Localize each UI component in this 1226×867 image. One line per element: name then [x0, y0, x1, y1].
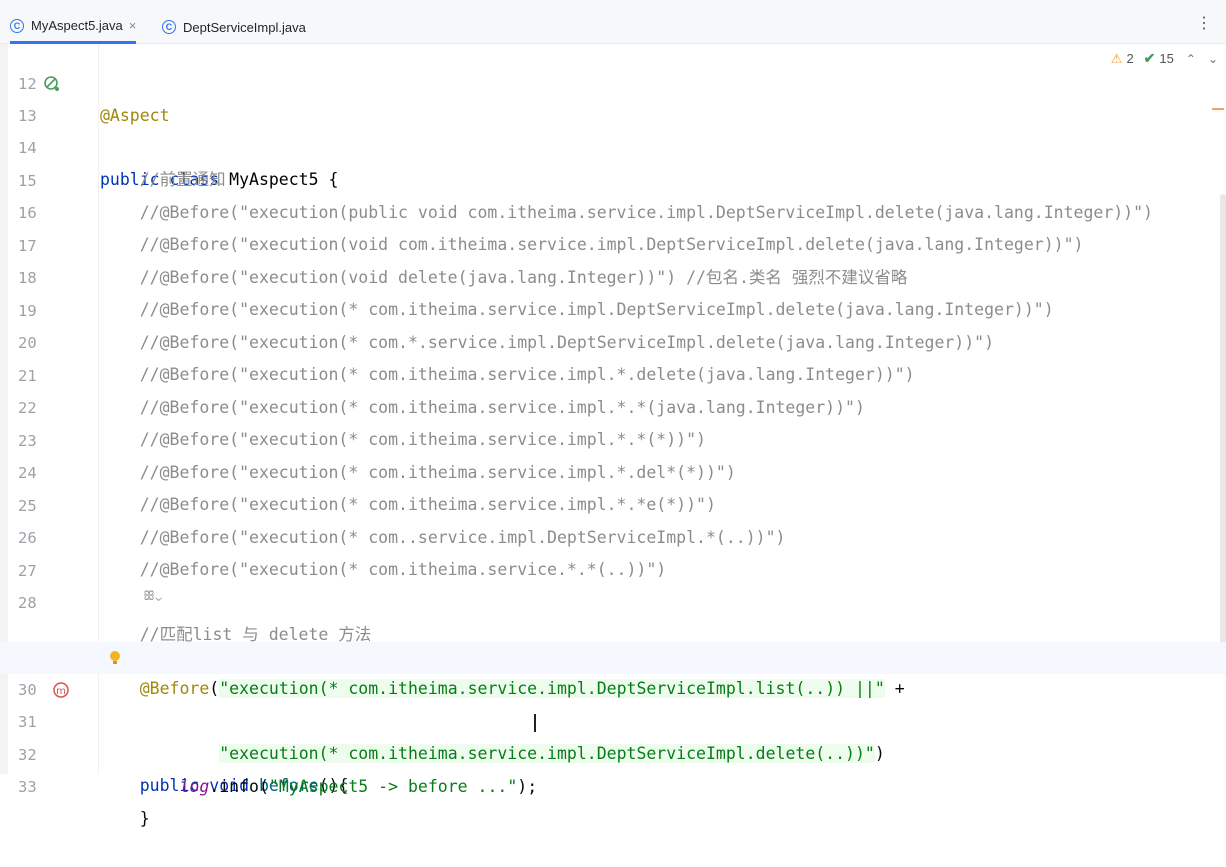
- code-line[interactable]: 14 //前置通知: [0, 100, 1226, 189]
- vertical-scrollbar[interactable]: [1220, 194, 1226, 644]
- inspection-status[interactable]: ⚠ 2 ✔ 15 ⌃ ⌄: [1111, 50, 1218, 67]
- line-number: 27: [18, 562, 37, 580]
- java-class-icon: C: [162, 20, 176, 34]
- code-text: public class MyAspect5 {: [100, 170, 339, 189]
- code-text: //@Before("execution(* com.itheima.servi…: [100, 430, 706, 449]
- code-line[interactable]: 23 //@Before("execution(* com.itheima.se…: [0, 393, 1226, 482]
- code-line[interactable]: 27: [0, 523, 1226, 580]
- code-line[interactable]: 17 //@Before("execution(void delete(java…: [0, 198, 1226, 287]
- code-text: //@Before("execution(void com.itheima.se…: [100, 235, 1084, 254]
- code-text: //@Before("execution(* com.*.service.imp…: [100, 333, 995, 352]
- line-number: 16: [18, 204, 37, 222]
- line-number: 17: [18, 237, 37, 255]
- line-number: 30: [18, 681, 37, 699]
- code-text: //@Before("execution(* com.itheima.servi…: [100, 398, 865, 417]
- line-number: 23: [18, 432, 37, 450]
- code-text: //@Before("execution(* com.itheima.servi…: [100, 365, 915, 384]
- code-text: //@Before("execution(* com.itheima.servi…: [100, 560, 667, 579]
- code-text: //@Before("execution(* com.itheima.servi…: [100, 300, 1054, 319]
- code-line[interactable]: 29 @Before("execution(* com.itheima.serv…: [0, 609, 1226, 698]
- chevron-down-icon[interactable]: ⌄: [1207, 51, 1218, 66]
- code-line[interactable]: 15 //@Before("execution(public void com.…: [0, 133, 1226, 222]
- line-number: 15: [18, 172, 37, 190]
- code-text: log.info("MyAspect5 -> before ...");: [179, 777, 538, 796]
- code-line[interactable]: 21 //@Before("execution(* com.itheima.se…: [0, 328, 1226, 417]
- line-number: 28: [18, 594, 37, 612]
- code-line[interactable]: 25 //@Before("execution(* com..service.i…: [0, 458, 1226, 547]
- warning-marker[interactable]: [1212, 108, 1224, 110]
- code-text: "execution(* com.itheima.service.impl.De…: [219, 744, 885, 763]
- code-line[interactable]: 22 //@Before("execution(* com.itheima.se…: [0, 360, 1226, 449]
- tab-label: DeptServiceImpl.java: [183, 19, 306, 35]
- code-line[interactable]: 13 public class MyAspect5 {: [0, 68, 1226, 189]
- svg-text:m: m: [56, 686, 66, 697]
- chevron-up-icon[interactable]: ⌃: [1185, 51, 1196, 66]
- lightbulb-icon[interactable]: [106, 649, 124, 667]
- warning-icon: ⚠: [1110, 50, 1123, 66]
- code-line[interactable]: 12 @Aspect: [0, 36, 1226, 125]
- code-text: //@Before("execution(* com.itheima.servi…: [100, 495, 716, 514]
- line-number: 20: [18, 334, 37, 352]
- tab-myaspect5[interactable]: C MyAspect5.java ×: [10, 10, 137, 44]
- line-number: 33: [18, 778, 37, 796]
- advice-method-icon[interactable]: m: [52, 681, 70, 699]
- line-number: 13: [18, 107, 37, 125]
- line-number: 19: [18, 302, 37, 320]
- code-line[interactable]: 18 //@Before("execution(* com.itheima.se…: [0, 230, 1226, 319]
- code-text: //@Before("execution(public void com.ith…: [100, 203, 1153, 222]
- code-line-current[interactable]: 30 "execution(* com.itheima.service.impl…: [0, 642, 1226, 763]
- tab-label: MyAspect5.java: [31, 18, 123, 33]
- code-text: //@Before("execution(* com.itheima.servi…: [100, 463, 736, 482]
- line-number: 12: [18, 75, 37, 93]
- line-number: 22: [18, 399, 37, 417]
- code-line[interactable]: 32 log.info("MyAspect5 -> before ...");: [0, 707, 1226, 796]
- line-number: 25: [18, 497, 37, 515]
- code-line[interactable]: 26 //@Before("execution(* com.itheima.se…: [0, 490, 1226, 579]
- code-line[interactable]: 31 m public void before(){: [0, 674, 1226, 795]
- ai-hint-inlay[interactable]: ꕥ⌄: [143, 588, 163, 603]
- code-text: //匹配list 与 delete 方法: [100, 625, 372, 644]
- code-text: //@Before("execution(* com..service.impl…: [100, 528, 786, 547]
- code-line[interactable]: 24 //@Before("execution(* com.itheima.se…: [0, 425, 1226, 514]
- code-line[interactable]: 16 //@Before("execution(void com.itheima…: [0, 165, 1226, 254]
- aspect-gutter-icon[interactable]: [43, 75, 61, 93]
- code-text: @Before("execution(* com.itheima.service…: [139, 679, 905, 698]
- line-number: 21: [18, 367, 37, 385]
- more-options-icon[interactable]: ⋮: [1196, 15, 1212, 32]
- code-line[interactable]: 20 //@Before("execution(* com.itheima.se…: [0, 295, 1226, 384]
- gutter-strip: [0, 44, 8, 774]
- code-text: }: [100, 809, 150, 828]
- line-number: 24: [18, 464, 37, 482]
- code-line[interactable]: 28 //匹配list 与 delete 方法: [0, 555, 1226, 644]
- check-count: 15: [1159, 51, 1174, 66]
- text-caret: [534, 714, 536, 732]
- java-class-icon: C: [10, 18, 24, 33]
- code-line[interactable]: 33 }: [0, 739, 1226, 828]
- close-icon[interactable]: ×: [128, 18, 137, 33]
- code-editor[interactable]: ⚠ 2 ✔ 15 ⌃ ⌄ 12 @Aspect 13 public class …: [0, 44, 1226, 828]
- code-text: //@Before("execution(void delete(java.la…: [100, 268, 908, 287]
- check-icon: ✔: [1143, 50, 1156, 66]
- line-number: 31: [18, 713, 37, 731]
- line-number: 32: [18, 746, 37, 764]
- editor-tab-bar: C MyAspect5.java × C DeptServiceImpl.jav…: [0, 0, 1226, 44]
- warning-count: 2: [1126, 51, 1134, 66]
- line-number: 18: [18, 269, 37, 287]
- code-text: //前置通知: [100, 170, 226, 189]
- code-text: @Aspect: [100, 106, 170, 125]
- tab-deptserviceimpl[interactable]: C DeptServiceImpl.java: [162, 10, 306, 44]
- line-number: 14: [18, 139, 37, 157]
- line-number: 26: [18, 529, 37, 547]
- code-line[interactable]: 19 //@Before("execution(* com.*.service.…: [0, 263, 1226, 352]
